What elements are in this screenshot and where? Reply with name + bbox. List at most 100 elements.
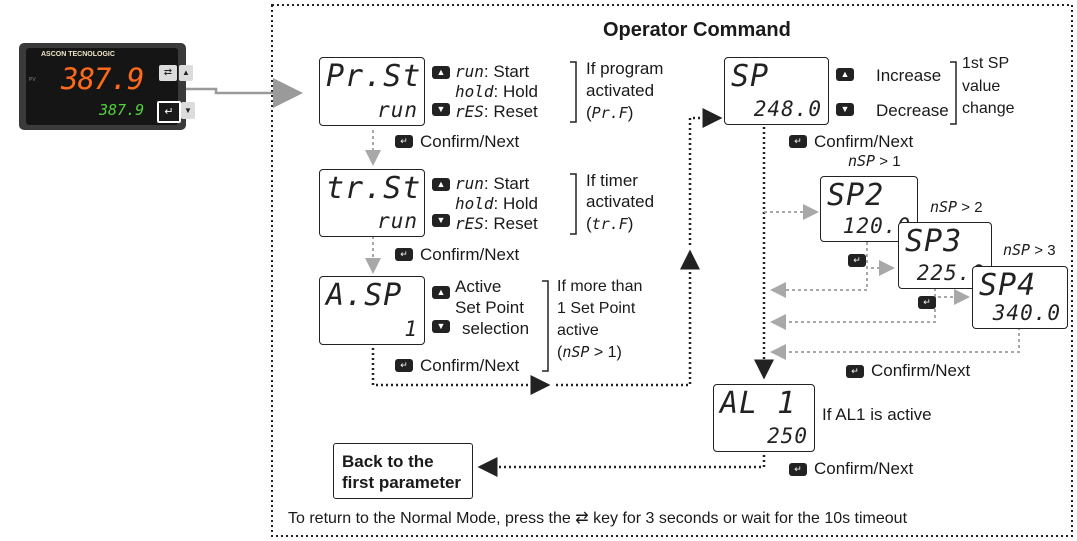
sp-decrease: Decrease	[876, 101, 949, 120]
outer-frame	[271, 4, 1073, 537]
pv-badge: PV	[29, 77, 36, 83]
device-up-button[interactable]: ▲	[179, 65, 193, 81]
up-key-icon: ▲	[432, 66, 450, 79]
asp-note-1: If more than	[557, 278, 643, 295]
arrow-asp-sp	[371, 343, 551, 395]
trst-confirm: Confirm/Next	[420, 245, 520, 264]
al1-confirm: Confirm/Next	[814, 459, 914, 478]
asp-confirm: Confirm/Next	[420, 356, 520, 375]
asp-opt-2: Set Point	[455, 298, 524, 317]
pv-display: 387.9	[61, 62, 144, 96]
arrow-sp2-sp3	[866, 242, 895, 276]
enter-key-icon: ↵	[918, 296, 936, 309]
lcd-sp4: SP4 340.0	[972, 266, 1068, 329]
down-key-icon: ▼	[432, 320, 450, 333]
return-sp4	[770, 327, 1020, 360]
spn-confirm: Confirm/Next	[871, 361, 971, 380]
arrow-to-sp	[688, 108, 723, 245]
sp4-condition: nSP > 3	[1003, 241, 1056, 259]
up-key-icon: ▲	[432, 178, 450, 191]
asp-note-2: 1 Set Point	[557, 300, 636, 317]
down-key-icon: ▼	[432, 214, 450, 227]
lcd-al1-top: AL 1	[720, 386, 797, 421]
down-key-icon: ▼	[836, 103, 854, 116]
lcd-sp4-bot: 340.0	[992, 301, 1061, 325]
sp-brace	[950, 61, 957, 125]
enter-key-icon: ↵	[846, 365, 864, 378]
arrow-al1-back	[477, 450, 766, 477]
prst-opt-run: run: Start	[455, 62, 530, 81]
prst-opt-res: rES: Reset	[455, 102, 538, 121]
lcd-sp4-top: SP4	[979, 268, 1037, 303]
lcd-asp: A.SP 1	[319, 276, 425, 345]
up-key-icon: ▲	[432, 286, 450, 299]
lcd-sp3-top: SP3	[905, 224, 963, 259]
sp-note-2: value	[962, 78, 1001, 95]
device-face	[26, 48, 178, 125]
enter-key-icon: ↵	[789, 463, 807, 476]
trst-note-3: (tr.F)	[586, 214, 634, 233]
sp-note-1: 1st SP	[962, 55, 1010, 72]
lcd-asp-bot: 1	[404, 317, 418, 341]
asp-opt-1: Active	[455, 277, 502, 296]
trst-note-2: activated	[586, 192, 655, 211]
trst-brace	[570, 173, 577, 235]
prst-opt-hold: hold: Hold	[455, 82, 538, 101]
arrow-sp3-sp4	[934, 288, 970, 305]
lcd-prst-top: Pr.St	[326, 59, 422, 94]
asp-note-3: active	[557, 322, 599, 339]
brand-label: ASCON TECNOLOGIC	[41, 51, 115, 58]
sv-display: 387.9	[99, 101, 145, 119]
lcd-trst: tr.St run	[319, 169, 425, 237]
enter-key-icon: ↵	[395, 248, 413, 261]
lcd-sp-bot: 248.0	[753, 97, 822, 121]
return-sp3	[770, 297, 936, 330]
sp-note-3: change	[962, 100, 1015, 117]
asp-opt-3: selection	[462, 319, 530, 338]
enter-key-icon: ↵	[395, 359, 413, 372]
lcd-asp-top: A.SP	[326, 278, 403, 313]
sp2-condition: nSP > 1	[848, 152, 901, 170]
enter-key-icon: ↵	[789, 135, 807, 148]
trst-opt-res: rES: Reset	[455, 214, 538, 233]
enter-key-icon: ↵	[395, 135, 413, 148]
sp3-condition: nSP > 2	[930, 198, 983, 216]
device-loop-button[interactable]: ⇄	[159, 65, 177, 81]
asp-note-4: (nSP > 1)	[557, 343, 622, 361]
device-down-button[interactable]: ▼	[181, 102, 195, 119]
device-arrow	[186, 78, 303, 108]
lcd-sp2-top: SP2	[827, 178, 885, 213]
prst-note-1: If program	[586, 59, 664, 78]
lcd-sp2: SP2 120.0	[820, 176, 918, 242]
footer-note: To return to the Normal Mode, press the …	[288, 510, 908, 527]
prst-confirm: Confirm/Next	[420, 132, 520, 151]
prst-note-3: (Pr.F)	[586, 103, 634, 122]
lcd-al1: AL 1 250	[713, 384, 815, 452]
up-key-icon: ▲	[836, 68, 854, 81]
lcd-trst-top: tr.St	[326, 171, 422, 206]
arrow-asp-sp-2	[556, 249, 700, 387]
al1-note: If AL1 is active	[822, 405, 932, 424]
back-line-1: Back to the	[342, 452, 434, 471]
back-line-2: first parameter	[342, 473, 462, 492]
lcd-prst: Pr.St run	[319, 57, 425, 126]
lcd-sp2-bot: 120.0	[842, 214, 911, 238]
trst-opt-run: run: Start	[455, 174, 530, 193]
prst-brace	[570, 61, 577, 123]
asp-brace	[542, 280, 549, 372]
lcd-sp: SP 248.0	[724, 57, 829, 125]
lcd-sp-top: SP	[731, 59, 770, 94]
sp-increase: Increase	[876, 66, 942, 85]
enter-key-icon: ↵	[848, 254, 866, 267]
sp-confirm: Confirm/Next	[814, 132, 914, 151]
lcd-sp3-bot: 225.0	[916, 261, 985, 285]
diagram-title: Operator Command	[603, 19, 791, 41]
return-sp2	[770, 242, 868, 298]
prst-note-2: activated	[586, 81, 655, 100]
lcd-prst-bot: run	[377, 98, 418, 122]
trst-note-1: If timer	[586, 171, 638, 190]
device-enter-button[interactable]: ↵	[157, 101, 181, 123]
down-key-icon: ▼	[432, 103, 450, 116]
back-to-first-box: Back to the first parameter	[333, 443, 473, 499]
